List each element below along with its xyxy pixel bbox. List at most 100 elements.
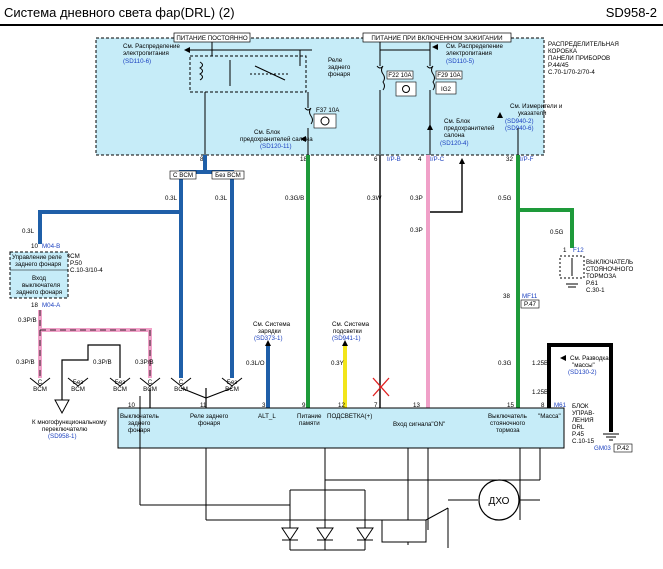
ign-power-label: ПИТАНИЕ ПРИ ВКЛЮЧЕННОМ ЗАЖИГАНИИ [371,35,502,42]
fuse-f22-label: F22 10A [388,72,412,79]
unit-label-4: DRL [572,424,585,431]
ref5-code1-link[interactable]: (SD940-2) [505,118,534,125]
drl-l2b: фонаря [198,420,220,427]
ref5-code2-link[interactable]: (SD940-6) [505,125,534,132]
drl-l7b: стояночного [490,420,526,427]
ref2-line2: предохранителей салона [240,136,313,143]
gm03: GM03 [594,445,611,452]
drl-l3: ALT_L [258,413,276,420]
charge-ref-2: зарядки [258,328,281,335]
multi-line2: переключателю [42,426,88,433]
pin-18-top: 18 [300,156,307,163]
wire-03pb-c: 0.3P/B [93,359,112,366]
bcm-ctrl-2: заднего фонаря [15,261,61,268]
cross-icon-b [372,377,390,397]
fuse-f29-label: F29 10A [437,72,461,79]
drl-internal-circuit: ДХО [139,396,541,551]
drl-l5: ПОДСВЕТКА(+) [327,413,372,420]
bcm-m04b: M04-B [42,243,60,250]
wire-125b-b: 1.25B [532,389,548,396]
f29-tag [435,70,463,80]
wire-blue-bcm [38,210,181,244]
ref2-code-link[interactable]: (SD120-11) [260,143,292,150]
drl-relay-switch-icon [425,507,449,521]
drl-pin-11: 11 [200,402,207,409]
wire-03l-b: 0.3L [215,195,228,202]
multi-code-link[interactable]: (SD958-1) [48,433,77,440]
light-ref-code[interactable]: (SD941-1) [332,335,361,342]
wire-ground [547,343,613,432]
connector-4-icon [139,377,161,387]
bcm-label: BCM [66,253,80,260]
gnd-arrow-icon [560,355,566,361]
pb-label-2: СТОЯНОЧНОГО [586,266,633,273]
wire-03p-a: 0.3P [410,195,423,202]
pin-4-top: 4 [418,156,422,163]
pin-ipf: I/P-F [520,156,534,163]
ig2-box [435,81,457,95]
ref3-code-link[interactable]: (SD110-5) [446,58,474,65]
wire-03pb-b: 0.3P/B [16,359,35,366]
ref1-code-link[interactable]: (SD110-6) [123,58,151,65]
drl-l1a: Выключатель [120,413,159,420]
pin-38: 38 [503,293,510,300]
unit-label-1: БЛОК [572,403,589,410]
p47-tag [520,299,540,309]
ref3-line1: См. Распределение [446,43,503,50]
lamp-icon [320,116,330,126]
unit-label-2: УПРАВ- [572,410,594,417]
gnd-ref-code[interactable]: (SD130-2) [568,369,597,376]
pin-ipb: I/P-B [387,156,401,163]
conn6-b: BCM [225,386,239,393]
bcm-pin-18: 18 [31,302,38,309]
ref4-code-link[interactable]: (SD120-4) [440,140,469,147]
fuse-f37-label: F37 10A [316,107,340,114]
connector-6-icon [221,377,243,387]
drl-l7c: тормоза [496,427,520,434]
wire-pb-multi [61,344,121,400]
drl-unit-box [117,407,565,449]
ref5-line2: указатели [518,110,547,117]
mf11-code: MF11 [522,293,538,300]
conn3-b: BCM [113,386,127,393]
wire-green-brake [518,208,574,248]
wire-03y: 0.3Y [331,360,344,367]
with-bcm-tag [169,170,197,180]
drl-pin-13: 13 [413,402,420,409]
page-title: Система дневного света фар(DRL) (2) [4,5,235,20]
relay-coil-icon [199,61,203,81]
drl-l2a: Реле заднего [190,413,229,420]
box-page-ref: P.44/45 [548,62,569,69]
charge-ref-code[interactable]: (SD373-1) [254,335,283,342]
wire-03g: 0.3G [498,360,512,367]
pb-conn: C.30-1 [586,287,605,294]
wire-03l-c: 0.3L [22,228,35,235]
header-bar: Система дневного света фар(DRL) (2) SD95… [0,0,663,26]
fuse-f29-icon [426,65,435,91]
ref4-line2: предохранителей [444,125,495,132]
drl-pin-3: 3 [262,402,266,409]
wire-join-a [180,387,207,399]
bcm-conn: C.10-3/10-4 [70,267,103,274]
ref3-line2: электропитания [446,50,492,57]
header-divider [0,24,663,26]
pb-pin-1: 1 [563,247,567,254]
bcm-box [9,251,69,299]
ref1-line2: электропитания [123,50,169,57]
conn4-a: С [148,379,153,386]
wire-blue-trunk [179,155,234,378]
wire-pb-pink [38,310,152,378]
wire-join-b [205,387,233,399]
lamp-box [313,113,337,129]
conn2-a: Без [73,379,83,386]
without-bcm-tag [211,170,245,180]
drl-l6: Вход сигнала"ON" [393,421,445,428]
conn3-a: Без [115,379,125,386]
const-power-label: ПИТАНИЕ ПОСТОЯННО [176,35,247,42]
relay-contact-icon [254,65,286,81]
wire-03pb-a: 0.3P/B [18,317,37,324]
wire-03l-a: 0.3L [165,195,178,202]
fuse-f37-icon [304,107,313,125]
wire-03p-b: 0.3P [410,227,423,234]
